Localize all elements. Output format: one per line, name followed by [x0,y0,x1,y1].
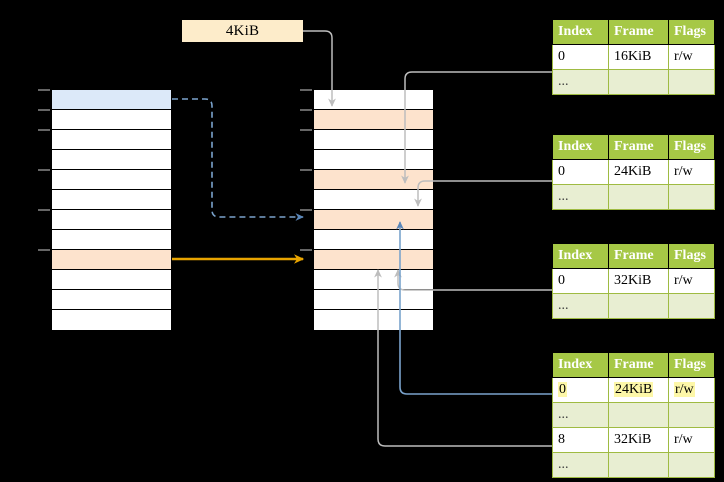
memory-row [52,130,171,150]
memory-row [314,290,433,310]
memory-row [52,270,171,290]
table-cell: 0 [552,377,609,403]
table-cell: 0 [552,159,609,185]
table-header-frame: Frame [608,134,669,160]
table-header-index: Index [552,352,609,378]
wire-vaddr-to-frame-dashed [172,98,304,221]
table-cell [608,452,669,478]
memory-row [314,310,433,330]
table-cell: 32KiB [608,268,669,294]
memory-row [314,150,433,170]
tick-mark [38,129,50,131]
memory-row [314,110,433,130]
table-cell: ... [552,69,609,95]
table-cell [668,293,715,319]
tick-mark [38,249,50,251]
memory-row [52,190,171,210]
table-cell: ... [552,293,609,319]
virtual-address-space-column [51,89,172,330]
tick-mark [38,209,50,211]
memory-row [52,150,171,170]
tick-mark [300,169,312,171]
memory-row [314,270,433,290]
table-cell: r/w [668,44,715,70]
table-cell: r/w [668,427,715,453]
table-row[interactable]: ... [552,293,715,319]
memory-row [52,310,171,330]
table-cell: r/w [668,377,715,403]
table-row[interactable]: ... [552,402,715,428]
memory-row [52,210,171,230]
table-header-index: Index [552,243,609,269]
memory-row [52,110,171,130]
memory-row [314,230,433,250]
table-cell: ... [552,402,609,428]
tick-mark [38,169,50,171]
table-cell: 24KiB [608,159,669,185]
tick-mark [300,109,312,111]
table-header-index: Index [552,134,609,160]
table-cell [608,184,669,210]
table-row[interactable]: ... [552,69,715,95]
memory-row [314,90,433,110]
table-cell [668,452,715,478]
memory-row [314,130,433,150]
table-header-frame: Frame [608,352,669,378]
table-cell: 24KiB [608,377,669,403]
table-cell [608,402,669,428]
wire-table2-to-frame7 [414,180,552,207]
tick-mark [300,129,312,131]
memory-row [314,190,433,210]
table-cell: 32KiB [608,427,669,453]
table-cell: r/w [668,268,715,294]
tick-mark [300,89,312,91]
tick-mark [300,249,312,251]
table-row[interactable]: ... [552,452,715,478]
memory-row [314,250,433,270]
memory-row [52,90,171,110]
table-header-flags: Flags [668,352,715,378]
physical-memory-column [313,89,434,330]
memory-row [52,230,171,250]
table-cell: 0 [552,44,609,70]
tick-mark [38,109,50,111]
memory-row [314,170,433,190]
table-header-frame: Frame [608,243,669,269]
table-cell [608,69,669,95]
table-header-flags: Flags [668,243,715,269]
table-cell: ... [552,452,609,478]
table-cell [608,293,669,319]
size-label-4kib: 4KiB [182,20,303,42]
memory-row [52,170,171,190]
table-header-frame: Frame [608,19,669,45]
table-header-index: Index [552,19,609,45]
memory-row [52,290,171,310]
table-cell: 8 [552,427,609,453]
table-header-flags: Flags [668,134,715,160]
table-cell [668,402,715,428]
table-row[interactable]: ... [552,184,715,210]
tick-mark [300,209,312,211]
table-cell [668,184,715,210]
table-cell: 16KiB [608,44,669,70]
memory-row [314,210,433,230]
table-cell [668,69,715,95]
table-cell: 0 [552,268,609,294]
table-header-flags: Flags [668,19,715,45]
table-cell: ... [552,184,609,210]
memory-row [52,250,171,270]
table-cell: r/w [668,159,715,185]
tick-mark [38,89,50,91]
